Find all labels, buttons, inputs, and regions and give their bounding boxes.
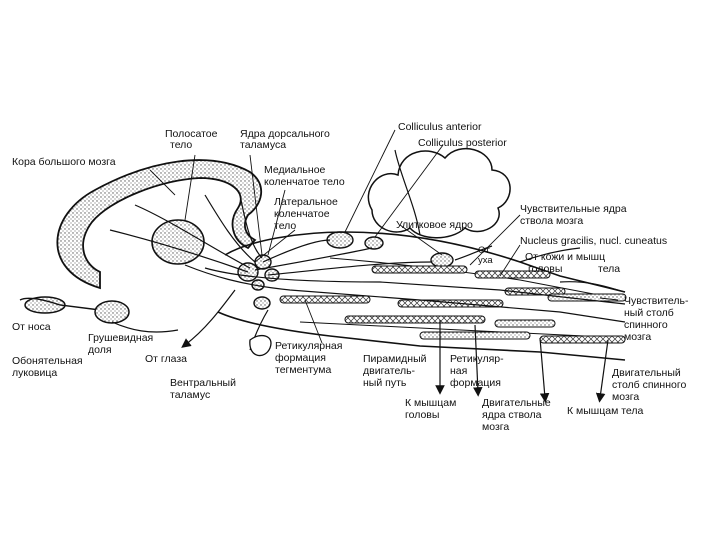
label-dorsal-thal-1: Ядра дорсального	[240, 128, 330, 140]
label-nucleus-gracilis: Nucleus gracilis, nucl. cuneatus	[520, 235, 667, 247]
fiber-pathways	[109, 149, 626, 403]
label-lateral-gen-3: тело	[274, 220, 296, 232]
label-lateral-gen-1: Латеральное	[274, 196, 338, 208]
label-ventral-thal-2: таламус	[170, 389, 210, 401]
leader-lines	[149, 129, 619, 344]
label-brainstem-sens-1: Чувствительные ядра	[520, 203, 627, 215]
motor-columns	[344, 315, 626, 344]
label-skin-body: тела	[598, 263, 620, 275]
label-from-ear-1: От	[478, 245, 490, 256]
label-colliculus-anterior: Colliculus anterior	[398, 121, 482, 133]
label-pyramidal-3: ный путь	[363, 377, 407, 389]
label-ret-form-3: формация	[450, 377, 501, 389]
label-skin-head: головы	[528, 263, 562, 275]
label-cochlear: Улитковое ядро	[396, 219, 473, 231]
piriform-lobe-shape	[94, 300, 130, 324]
label-ret-form-2: ная	[450, 365, 467, 377]
label-olf-bulb-1: Обонятельная	[12, 355, 83, 367]
label-motor-nuclei-1: Двигательные	[482, 397, 551, 409]
label-ret-form-1: Ретикуляр-	[450, 353, 504, 365]
label-from-eye: От глаза	[145, 353, 187, 365]
label-medial-gen-2: коленчатое тело	[264, 176, 345, 188]
label-piriform-2: доля	[88, 344, 112, 356]
olfactory-tract	[19, 297, 101, 311]
label-striatum-1: Полосатое	[165, 128, 218, 140]
ventral-thalamus-outline	[249, 334, 272, 357]
label-colliculus-posterior: Colliculus posterior	[418, 137, 507, 149]
label-lateral-gen-2: коленчатое	[274, 208, 330, 220]
label-cortex: Кора большого мозга	[12, 156, 116, 168]
label-body-muscles: К мышцам тела	[567, 405, 644, 417]
label-ret-teg-2: формация	[275, 352, 326, 364]
label-spinal-sens-1: Чувствитель-	[624, 295, 689, 307]
label-brainstem-sens-2: ствола мозга	[520, 215, 583, 227]
cochlear-nucleus-shape	[430, 252, 454, 268]
label-ret-teg-1: Ретикулярная	[275, 340, 342, 352]
label-skin-muscle: От кожи и мышц	[525, 251, 605, 263]
label-olf-bulb-2: луковица	[12, 367, 57, 379]
ventral-thalamus-shape	[253, 296, 271, 310]
medial-geniculate-shape	[326, 231, 354, 249]
cortex-shape	[56, 159, 262, 290]
label-medial-gen-1: Медиальное	[264, 164, 326, 176]
label-from-nose: От носа	[12, 321, 51, 333]
sensory-columns	[279, 265, 627, 308]
label-pyramidal-2: двигатель-	[363, 365, 416, 377]
label-head-muscles-1: К мышцам	[405, 397, 456, 409]
label-spinal-motor-1: Двигательный	[612, 367, 681, 379]
label-motor-nuclei-3: мозга	[482, 421, 509, 433]
lateral-geniculate-shape	[364, 236, 384, 250]
label-from-ear-2: уха	[478, 255, 493, 266]
label-striatum-2: тело	[170, 139, 192, 151]
label-head-muscles-2: головы	[405, 409, 439, 421]
label-dorsal-thal-2: таламуса	[240, 139, 286, 151]
label-spinal-motor-3: мозга	[612, 391, 639, 403]
label-spinal-sens-4: мозга	[624, 331, 651, 343]
label-spinal-motor-2: столб спинного	[612, 379, 686, 391]
label-motor-nuclei-2: ядра ствола	[482, 409, 542, 421]
thalamus-nuclei	[237, 254, 280, 291]
label-ventral-thal-1: Вентральный	[170, 377, 236, 389]
label-ret-teg-3: тегментума	[275, 364, 331, 376]
label-spinal-sens-2: ный столб	[624, 307, 674, 319]
label-spinal-sens-3: спинного	[624, 319, 668, 331]
colliculi-cloud	[367, 147, 511, 239]
label-pyramidal-1: Пирамидный	[363, 353, 427, 365]
labels: Кора большого мозга Полосатое тело Ядра …	[12, 121, 689, 433]
label-piriform-1: Грушевидная	[88, 332, 153, 344]
